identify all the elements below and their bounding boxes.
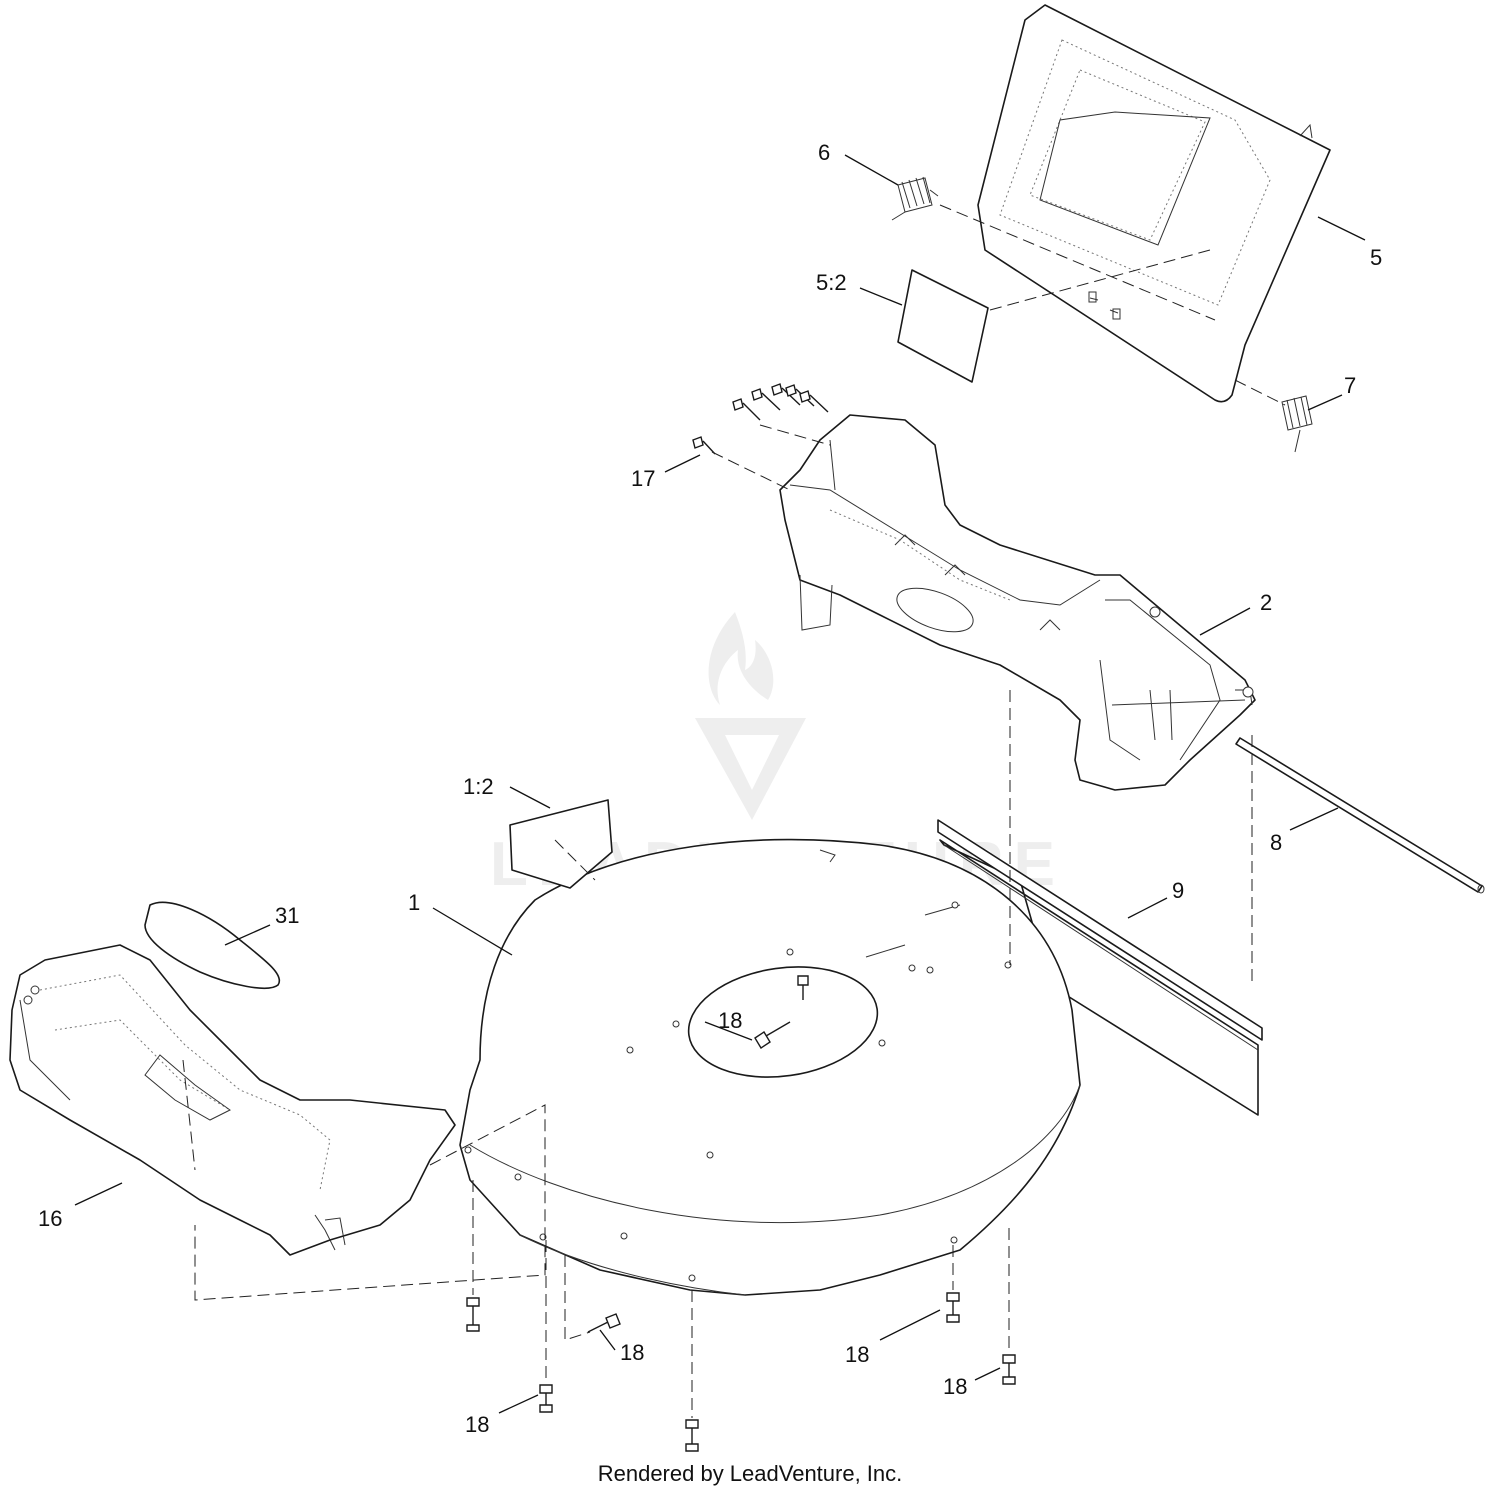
part-2-rear-housing	[779, 414, 1256, 791]
callout-18-mid-left: 18	[620, 1340, 644, 1365]
callout-18-center: 18	[718, 1008, 742, 1033]
callout-5: 5	[1370, 245, 1382, 270]
part-16-front-cover	[9, 944, 456, 1256]
callout-1: 1	[408, 890, 420, 915]
callout-5-2: 5:2	[816, 270, 847, 295]
footer-credit: Rendered by LeadVenture, Inc.	[598, 1461, 903, 1486]
part-7-torsion-spring	[1281, 395, 1313, 453]
callout-16: 16	[38, 1206, 62, 1231]
part-1-mower-deck	[459, 838, 1081, 1296]
part-1-2-decal	[509, 799, 613, 889]
callout-18-mid-right: 18	[845, 1342, 869, 1367]
callout-31: 31	[275, 903, 299, 928]
part-31-mulch-plug	[144, 901, 281, 989]
flame-icon	[708, 612, 774, 705]
bolt-18-far-left	[466, 1297, 480, 1332]
callout-8: 8	[1270, 830, 1282, 855]
callout-1-2: 1:2	[463, 774, 494, 799]
part-8-rear-rod	[1235, 737, 1485, 894]
callout-17: 17	[631, 466, 655, 491]
part-6-torsion-spring	[891, 176, 939, 221]
bolt-18-far-right	[1002, 1354, 1016, 1385]
part-5-2-decal	[897, 269, 989, 383]
v-mark-icon	[695, 718, 806, 820]
bolt-18-center	[754, 1021, 791, 1049]
bolt-18-left	[539, 1384, 553, 1413]
callout-6: 6	[818, 140, 830, 165]
bolt-18-right	[946, 1292, 960, 1323]
part-18-bolts	[466, 975, 1016, 1452]
callout-2: 2	[1260, 590, 1272, 615]
callout-7: 7	[1344, 373, 1356, 398]
callout-18-bottom-left: 18	[465, 1412, 489, 1437]
bolt-18-deck-top	[797, 975, 809, 1000]
callouts: 6 5 5:2 7 17 2 8 9 1:2 1 31 16 18 18 18 …	[38, 140, 1382, 1437]
bolt-18-angled	[587, 1313, 621, 1333]
callout-9: 9	[1172, 878, 1184, 903]
part-5-rear-door	[977, 4, 1331, 403]
callout-18-right: 18	[943, 1374, 967, 1399]
assembly-lines	[182, 204, 1286, 1418]
leader-lines	[74, 154, 1366, 1414]
part-17-bolts	[692, 383, 829, 455]
bolt-18-bottom	[685, 1419, 699, 1452]
